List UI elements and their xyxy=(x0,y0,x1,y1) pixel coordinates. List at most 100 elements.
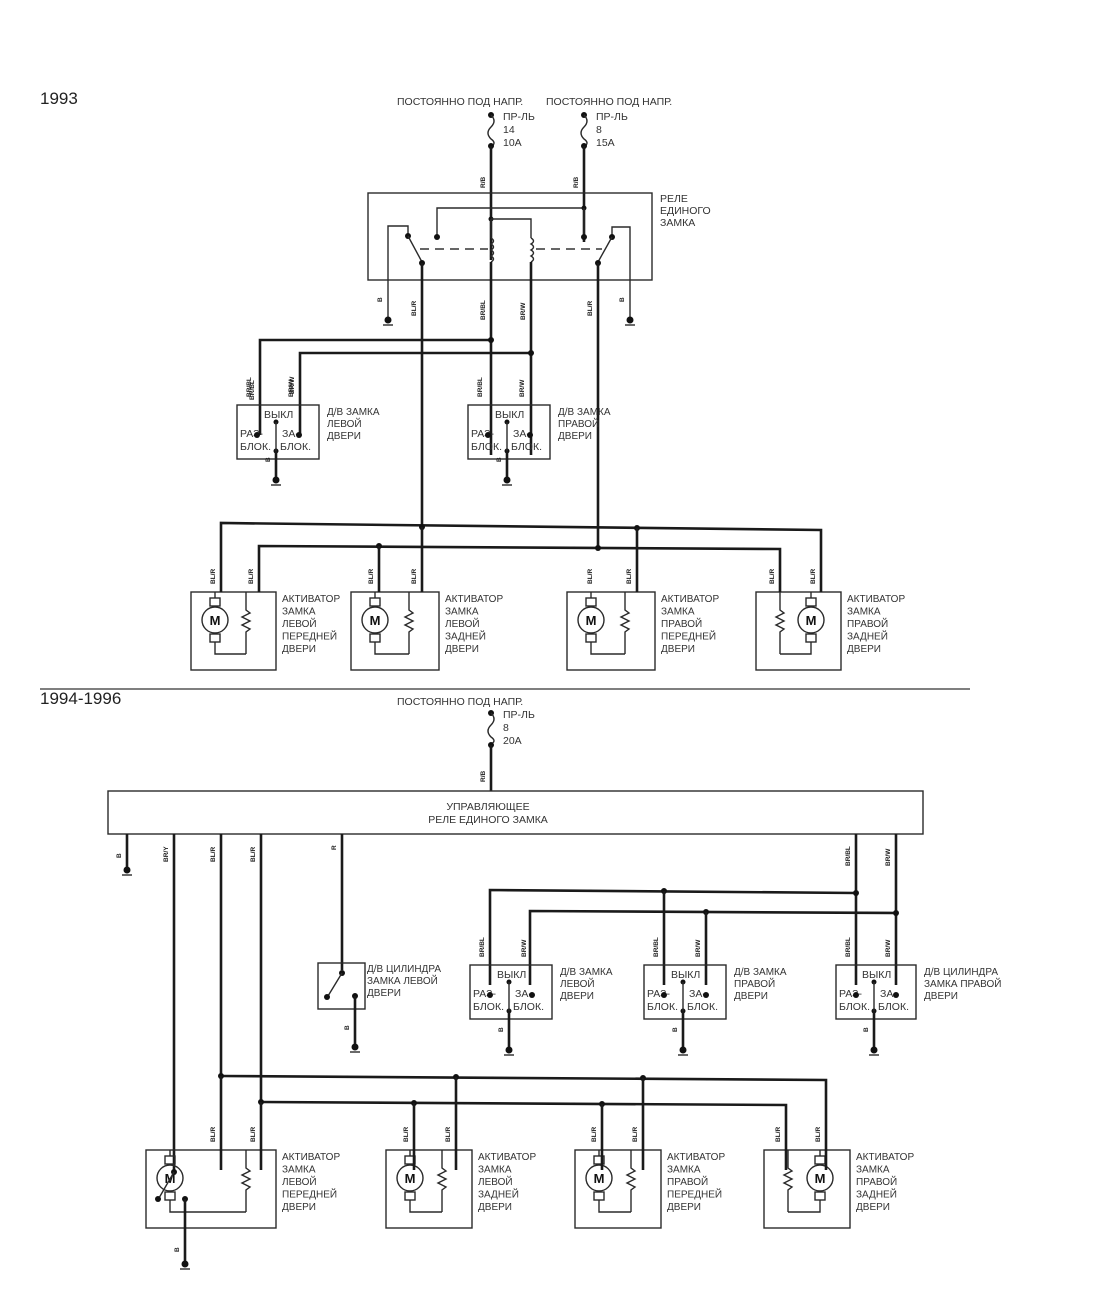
switch-label: Д/В ЗАМКА xyxy=(734,967,787,978)
actuator-label: ДВЕРИ xyxy=(282,1202,316,1213)
switch-lock-label: ЗА- xyxy=(515,988,532,1000)
switch-lock-label: ЗА- xyxy=(282,428,299,440)
actuator-label: ПРАВОЙ xyxy=(661,617,702,630)
actuator-label: ЗАМКА xyxy=(478,1165,512,1176)
switch-label: ПРАВОЙ xyxy=(558,417,599,430)
actuator-label: ДВЕРИ xyxy=(478,1202,512,1213)
switch-unlock-label: БЛОК. xyxy=(240,441,271,453)
cyl-label: Д/В ЦИЛИНДРА xyxy=(367,964,441,975)
motor-symbol: M xyxy=(806,613,817,628)
control-relay-box: УПРАВЛЯЮЩЕЕ РЕЛЕ ЕДИНОГО ЗАМКА xyxy=(107,790,924,835)
resistor-icon xyxy=(436,1150,448,1212)
wire-code: BR/BL xyxy=(653,937,660,957)
actuator-label: ЗАМКА xyxy=(667,1165,701,1176)
actuator-label: АКТИВАТОР xyxy=(856,1152,914,1163)
resistor-icon xyxy=(240,592,252,654)
switch-label: Д/В ЗАМКА xyxy=(327,407,380,418)
switch-label: ДВЕРИ xyxy=(558,431,592,442)
actuator-label: ПЕРЕДНЕЙ xyxy=(282,1188,337,1201)
wire-code: B xyxy=(498,1027,505,1032)
switch-label: ЗАМКА ПРАВОЙ xyxy=(924,977,1001,990)
actuator-label: ПЕРЕДНЕЙ xyxy=(661,630,716,643)
fuse-number: 14 xyxy=(503,124,515,136)
fuse-8-20a: ПР-ЛЬ 8 20A xyxy=(487,709,535,748)
wire-code: BL/R xyxy=(210,1127,217,1142)
relay-label-line: РЕЛЕ ЕДИНОГО ЗАМКА xyxy=(428,814,548,826)
wire-code: B xyxy=(265,457,272,462)
key-switch: B xyxy=(155,1169,190,1270)
switch-label: Д/В ЗАМКА xyxy=(558,407,611,418)
wire-code: BR/W xyxy=(521,939,528,957)
wire-code: BL/R xyxy=(250,847,257,862)
cyl-label: ЗАМКА ЛЕВОЙ xyxy=(367,974,438,987)
actuator-label: ЛЕВОЙ xyxy=(282,1175,317,1188)
switch-label: ДВЕРИ xyxy=(734,991,768,1002)
wire-code: B xyxy=(619,297,626,302)
left-door-cylinder-switch: B Д/В ЦИЛИНДРА ЗАМКА ЛЕВОЙ ДВЕРИ xyxy=(317,962,441,1053)
actuator-label: ЗАДНЕЙ xyxy=(856,1188,897,1201)
actuator-label: ЛЕВОЙ xyxy=(445,617,480,630)
switch-label: ПРАВОЙ xyxy=(734,977,775,990)
wire-code: BL/R xyxy=(815,1127,822,1142)
actuator-label: ДВЕРИ xyxy=(445,644,479,655)
motor-symbol: M xyxy=(370,613,381,628)
wire-code: BL/R xyxy=(210,569,217,584)
wire-code: BR/W xyxy=(288,379,295,397)
switch-unlock-label: БЛОК. xyxy=(647,1001,678,1013)
wire-code: BL/R xyxy=(769,569,776,584)
motor-icon: M xyxy=(396,1155,424,1201)
power-label-2: ПОСТОЯННО ПОД НАПР. xyxy=(546,96,672,108)
wire-code: B xyxy=(174,1247,181,1252)
motor-icon: M xyxy=(797,597,825,643)
wire-code: BL/R xyxy=(626,569,633,584)
switch-off-label: ВЫКЛ xyxy=(497,969,526,981)
actuator-label: ЗАДНЕЙ xyxy=(445,630,486,643)
resistor-icon xyxy=(619,592,631,654)
wire-code: BL/R xyxy=(587,301,594,316)
switch-lock-label: ЗА- xyxy=(689,988,706,1000)
motor-icon: M xyxy=(361,597,389,643)
switch-label: ДВЕРИ xyxy=(327,431,361,442)
switch-label: ДВЕРИ xyxy=(924,991,958,1002)
wire-code: BR/Y xyxy=(163,846,170,862)
wire-code: BL/R xyxy=(248,569,255,584)
motor-icon: M xyxy=(585,1155,613,1201)
ground-icon xyxy=(625,316,635,326)
actuator-label: АКТИВАТОР xyxy=(478,1152,536,1163)
wire-code: BR/W xyxy=(519,379,526,397)
wire-code: B xyxy=(344,1025,351,1030)
actuator-label: ПРАВОЙ xyxy=(856,1175,897,1188)
fuse-number: 8 xyxy=(596,124,602,136)
wire-code: BR/BL xyxy=(480,300,487,320)
switch-off-label: ВЫКЛ xyxy=(264,409,293,421)
switch-unlock-label: РАЗ- xyxy=(839,988,863,1000)
actuator-label: ЛЕВОЙ xyxy=(478,1175,513,1188)
wire-code: BL/R xyxy=(632,1127,639,1142)
switch-unlock-label: БЛОК. xyxy=(471,441,502,453)
power-label-1: ПОСТОЯННО ПОД НАПР. xyxy=(397,96,523,108)
wire-code: BR/W xyxy=(695,939,702,957)
actuator-label: ЛЕВОЙ xyxy=(282,617,317,630)
fuse-name: ПР-ЛЬ xyxy=(503,111,535,123)
wire-code: BL/R xyxy=(368,569,375,584)
wire-code: B xyxy=(496,457,503,462)
wire-code: BR/BL xyxy=(249,380,256,400)
switch-unlock-label: БЛОК. xyxy=(839,1001,870,1013)
relay-coil-1 xyxy=(489,237,495,263)
wire-code: BR/BL xyxy=(845,846,852,866)
wire-code: BR/W xyxy=(520,302,527,320)
switch-unlock-label: РАЗ- xyxy=(473,988,497,1000)
wire-code: BL/R xyxy=(775,1127,782,1142)
relay-label-line: ЗАМКА xyxy=(660,217,695,229)
wire-code: BR/W xyxy=(885,939,892,957)
